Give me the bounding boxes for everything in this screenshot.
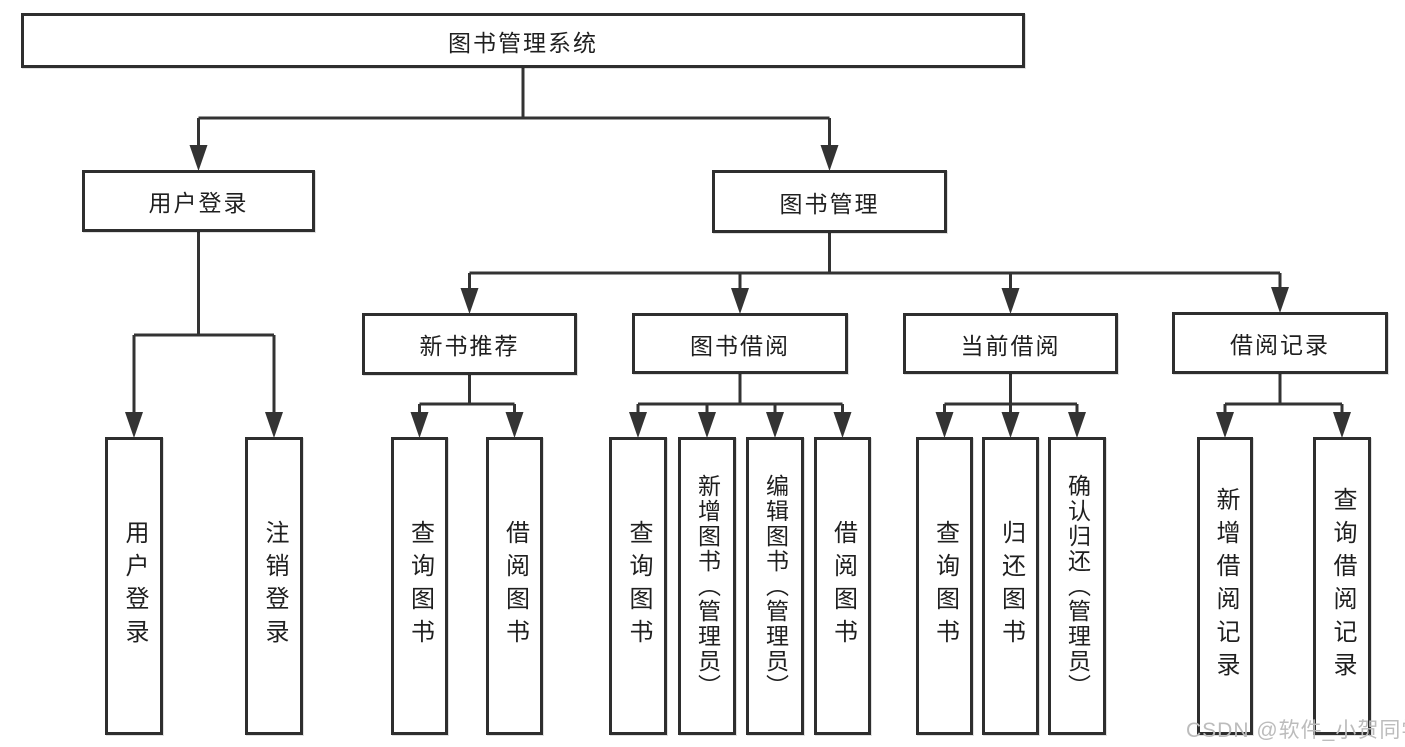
arrowhead-icon: [1216, 412, 1234, 438]
arrowhead-icon: [731, 288, 749, 314]
arrowhead-icon: [820, 145, 839, 171]
diagram-node-cb-query: 查询图书: [916, 437, 973, 735]
diagram-node-logout: 注销登录: [245, 437, 303, 735]
connector-new-book-rec: [418, 374, 516, 417]
diagram-node-br-add: 新增借阅记录: [1197, 437, 1253, 735]
arrowhead-icon: [125, 412, 143, 438]
diagram-node-bb-borrow: 借阅图书: [814, 437, 871, 735]
arrowhead-icon: [189, 145, 208, 171]
arrowhead-icon: [1001, 288, 1020, 314]
watermark: CSDN @软件_小贺同学: [1186, 719, 1405, 742]
diagram-node-login: 用户登录: [105, 437, 163, 735]
connector-root: [197, 67, 831, 150]
arrowhead-icon: [1068, 412, 1086, 438]
connector-borrow-records: [1223, 373, 1344, 417]
arrowhead-icon: [935, 412, 954, 438]
diagram-node-user-login: 用户登录: [82, 170, 315, 232]
diagram-node-rec-borrow: 借阅图书: [486, 437, 543, 735]
arrowhead-icon: [410, 412, 429, 438]
diagram-node-bb-edit: 编辑图书（管理员）: [746, 437, 804, 735]
diagram-node-cb-return: 归还图书: [982, 437, 1039, 735]
connector-current-borrow: [943, 373, 1079, 417]
diagram-node-book-borrow: 图书借阅: [632, 313, 848, 374]
diagram-node-br-query: 查询借阅记录: [1313, 437, 1371, 735]
diagram-node-bb-add: 新增图书（管理员）: [678, 437, 736, 735]
arrowhead-icon: [460, 288, 479, 314]
connector-book-borrow: [636, 373, 844, 417]
diagram-node-book-mgmt: 图书管理: [712, 170, 947, 233]
diagram-node-new-book-rec: 新书推荐: [362, 313, 577, 375]
arrowhead-icon: [1001, 412, 1020, 438]
arrowhead-icon: [505, 412, 524, 438]
arrowhead-icon: [1333, 412, 1351, 438]
arrowhead-icon: [265, 412, 283, 438]
arrowhead-icon: [1271, 287, 1289, 313]
diagram-node-bb-query: 查询图书: [609, 437, 667, 735]
arrowhead-icon: [698, 412, 716, 438]
diagram-node-root: 图书管理系统: [21, 13, 1025, 68]
connector-book-mgmt: [468, 232, 1282, 293]
diagram-node-current-borrow: 当前借阅: [903, 313, 1118, 374]
diagram-node-cb-confirm: 确认归还（管理员）: [1048, 437, 1106, 735]
diagram-node-borrow-records: 借阅记录: [1172, 312, 1388, 374]
connector-user-login: [132, 231, 276, 417]
arrowhead-icon: [766, 412, 784, 438]
arrowhead-icon: [833, 412, 852, 438]
diagram-node-rec-query: 查询图书: [391, 437, 448, 735]
arrowhead-icon: [629, 412, 647, 438]
